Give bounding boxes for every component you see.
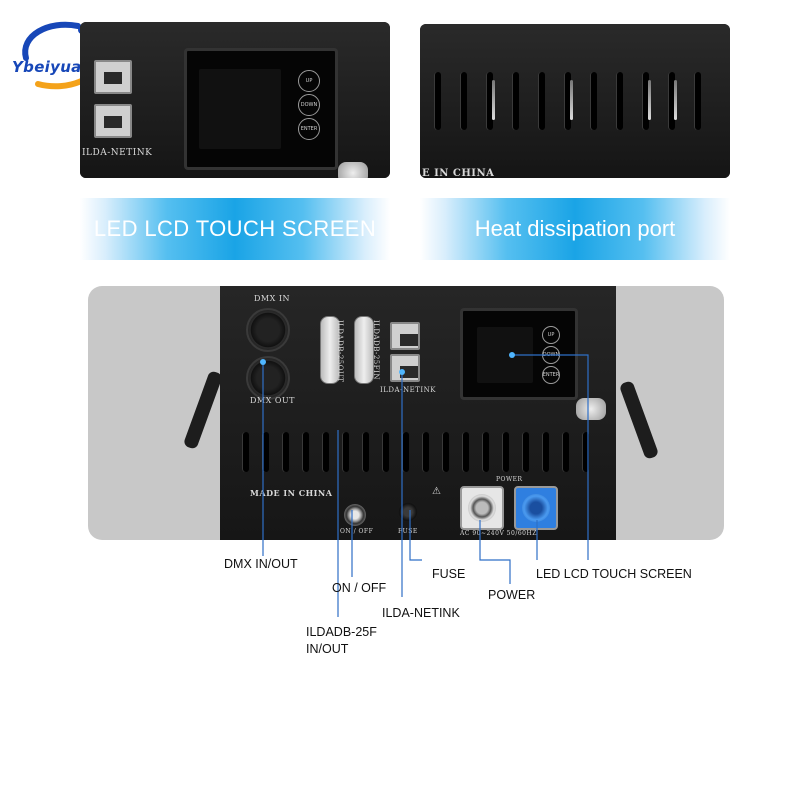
up-button[interactable]: UP [298, 70, 320, 92]
device-rear-panel: DMX IN DMX OUT ILDADB-25OUT ILDADB-25FIN… [220, 286, 616, 540]
lcd-photo: ILDA-NETINK UP DOWN ENTER [80, 22, 390, 178]
dmx-in-port [246, 308, 290, 352]
callout-power: POWER [488, 588, 536, 602]
enter-button[interactable]: ENTER [542, 366, 560, 384]
db25-out-port [320, 316, 340, 384]
callout-ildadb-2: IN/OUT [306, 642, 349, 656]
db25-in-port [354, 316, 374, 384]
fuse-holder[interactable] [398, 502, 418, 522]
callout-dmx: DMX IN/OUT [224, 557, 298, 571]
fuse-label: FUSE [398, 528, 418, 535]
warning-icon: ⚠ [432, 486, 442, 497]
db25-out-label: ILDADB-25OUT [336, 320, 344, 383]
voltage-label: AC 90~240V 50/60HZ [460, 530, 537, 537]
callout-fuse: FUSE [432, 567, 466, 581]
power-in-connector [514, 486, 558, 530]
down-button[interactable]: DOWN [298, 94, 320, 116]
callout-lcd: LED LCD TOUCH SCREEN [536, 567, 692, 581]
rj45-port [390, 354, 420, 382]
heat-port-photo: E IN CHINA [420, 24, 730, 178]
rj45-port [94, 60, 132, 94]
db25-in-label: ILDADB-25FIN [372, 320, 380, 380]
logo-text: Ybeiyuan [12, 58, 93, 76]
dmx-in-label: DMX IN [254, 294, 291, 303]
dmx-out-port [246, 356, 290, 400]
callout-onoff: ON / OFF [332, 581, 387, 595]
callout-ildadb-1: ILDADB-25F [306, 625, 377, 639]
power-switch[interactable] [344, 504, 366, 526]
enter-button[interactable]: ENTER [298, 118, 320, 140]
banner-heat: Heat dissipation port [420, 198, 730, 260]
power-out-connector [460, 486, 504, 530]
port-label: ILDA-NETINK [82, 148, 153, 158]
engraving-text: E IN CHINA [422, 168, 495, 178]
switch-label: ON / OFF [340, 528, 374, 535]
rj45-port [390, 322, 420, 350]
netink-label: ILDA-NETINK [380, 386, 436, 394]
dmx-out-label: DMX OUT [250, 396, 295, 405]
rj45-port [94, 104, 132, 138]
callout-netink: ILDA-NETINK [382, 606, 460, 620]
thumb-screw-icon [576, 398, 606, 420]
made-in-label: MADE IN CHINA [250, 488, 333, 498]
thumb-screw-icon [338, 162, 368, 178]
up-button[interactable]: UP [542, 326, 560, 344]
power-label: POWER [496, 476, 523, 483]
banner-lcd: LED LCD TOUCH SCREEN [80, 198, 390, 260]
